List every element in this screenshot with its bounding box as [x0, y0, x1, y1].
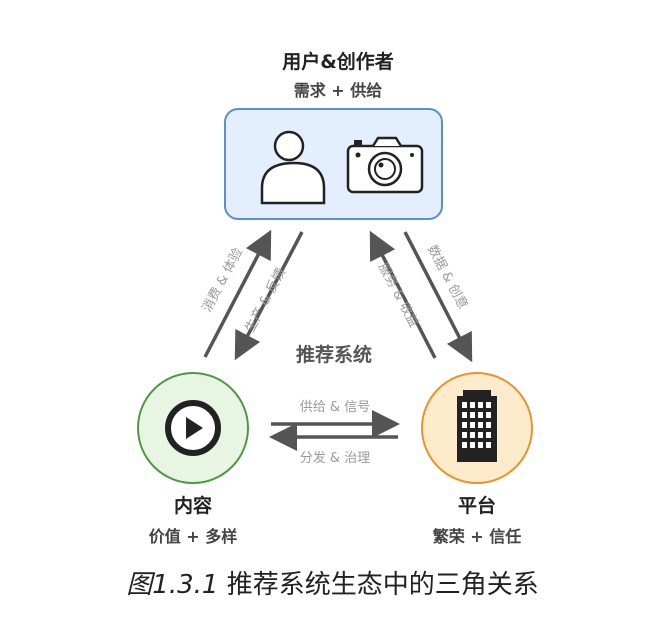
arrow-user-to-platform — [403, 231, 473, 363]
user-icon — [260, 130, 326, 205]
right-node-subtitle: 繁荣 + 信任 — [432, 527, 522, 546]
play-icon — [165, 400, 221, 456]
top-node-subtitle: 需求 + 供给 — [294, 81, 383, 100]
left-node-title: 内容 — [174, 494, 212, 517]
edge-label-right-outer: 数据 & 创意 — [424, 242, 471, 312]
caption-number: 1.3.1 — [152, 570, 219, 600]
caption-prefix: 图 — [126, 570, 153, 600]
edge-label-left-outer: 消费 & 体验 — [199, 245, 246, 315]
center-label: 推荐系统 — [296, 343, 372, 366]
edge-label-bottom-bottom: 分发 & 治理 — [300, 450, 370, 466]
right-node-title: 平台 — [458, 494, 496, 517]
figure-caption: 图1.3.1 推荐系统生态中的三角关系 — [0, 564, 665, 601]
left-node-subtitle: 价值 + 多样 — [149, 527, 238, 546]
caption-text: 推荐系统生态中的三角关系 — [218, 570, 539, 600]
edge-label-left-inner: 生产 & 反馈 — [243, 266, 289, 335]
top-node-title: 用户&创作者 — [282, 50, 394, 73]
arrow-user-to-content — [234, 231, 304, 361]
building-icon — [457, 390, 497, 462]
edge-label-right-inner: 服务 & 收益 — [375, 260, 422, 330]
arrow-content-to-user — [203, 229, 272, 358]
camera-icon — [346, 136, 424, 194]
edge-label-bottom-top: 供给 & 信号 — [300, 400, 370, 415]
arrow-platform-to-user — [369, 230, 437, 359]
